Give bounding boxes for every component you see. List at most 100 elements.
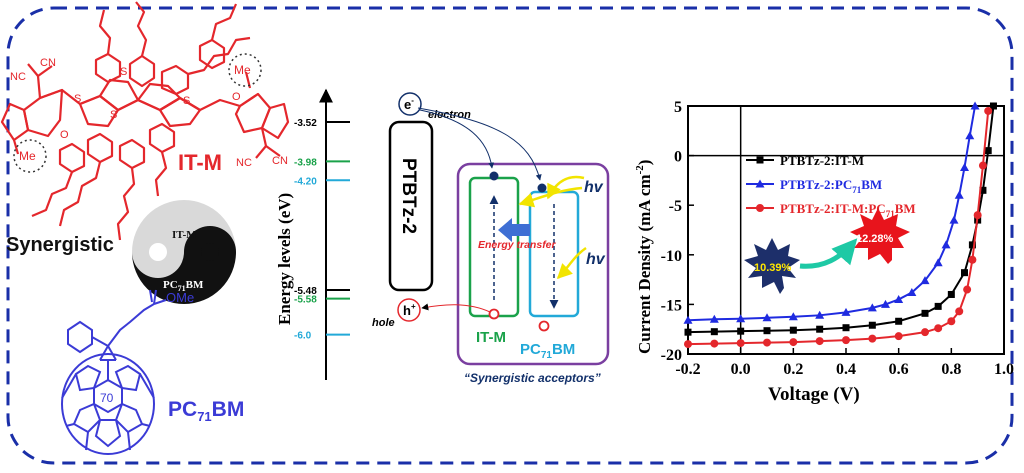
series-point [736, 314, 746, 323]
methyl-label-top: Me [234, 63, 251, 77]
itm-structure [0, 1, 290, 241]
itm-acceptor-label: IT-M [476, 329, 506, 346]
x-tick-label: 0.8 [941, 361, 961, 378]
cn-label-1: CN [40, 57, 56, 69]
series-point [978, 161, 987, 170]
x-tick-label: 0.2 [783, 361, 803, 378]
hv-label-2: hv [586, 251, 606, 268]
series-point [709, 314, 719, 323]
pce-badge-1 [744, 238, 800, 294]
energy-level-value: -4.20 [294, 176, 317, 187]
pcbm-electron-dot [537, 183, 547, 193]
y-axis-label: Current Density (mA cm-2) [634, 160, 654, 354]
pcbm-structure [61, 289, 167, 455]
energy-level-value: -6.0 [294, 331, 312, 342]
pcbm-acceptor-label: PC71BM [520, 341, 575, 361]
series-point [921, 328, 929, 337]
methyl-label-bottom: Me [19, 149, 36, 163]
x-tick-label: 1.0 [994, 361, 1014, 378]
fullerene-70-label: 70 [100, 391, 114, 405]
synergistic-acceptors-caption: “Synergistic acceptors” [464, 371, 601, 385]
itm-hole-circle [488, 308, 500, 320]
series-point [979, 186, 987, 194]
series-point [934, 302, 942, 310]
itm-label: IT-M [178, 150, 222, 175]
acceptor-container [456, 162, 610, 366]
series-point [973, 211, 982, 220]
y-tick-label: -20 [661, 347, 682, 364]
series-point [989, 102, 997, 110]
series-point [955, 307, 964, 316]
series-point [816, 325, 824, 333]
energy-level-value: -3.98 [294, 157, 317, 168]
series-point [789, 326, 797, 334]
series-point [868, 321, 876, 329]
series-point [968, 241, 976, 249]
hole-icon [397, 298, 421, 322]
pcbm-hole-circle [538, 320, 550, 332]
energy-level-value: -5.48 [294, 286, 317, 297]
series-point [920, 276, 930, 285]
series-point [961, 269, 968, 277]
series-point [895, 317, 903, 325]
series-point [921, 309, 929, 317]
series-point [842, 324, 850, 332]
electron-path-2 [417, 107, 542, 181]
pce-badge-2 [850, 208, 910, 264]
y-tick-label: -5 [669, 198, 682, 215]
series-point [762, 313, 772, 322]
pce-badge-2-text: 12.28% [856, 233, 894, 245]
x-axis-label: Voltage (V) [768, 384, 860, 405]
series-point [963, 285, 972, 294]
x-tick-label: -0.2 [675, 361, 700, 378]
cn-label-2: CN [272, 155, 288, 167]
series-point [933, 258, 943, 267]
series-point [710, 339, 719, 348]
series-point [934, 324, 943, 333]
yin-yang-icon [132, 200, 236, 304]
series-point [763, 327, 771, 335]
dashed-frame [6, 6, 1014, 465]
improvement-arrow [799, 238, 858, 269]
y-tick-label: -10 [661, 248, 682, 265]
x-tick-label: 0.6 [889, 361, 909, 378]
chart-series [683, 101, 997, 349]
pcbm-label: PC71BM [168, 398, 244, 424]
energy-level-value: -3.52 [294, 118, 317, 129]
series-point [984, 106, 993, 115]
donor-box [388, 120, 434, 292]
series-point [894, 332, 903, 341]
series-point [984, 147, 992, 155]
series-point [815, 337, 824, 346]
plot-frame [687, 105, 1005, 355]
series-point [815, 310, 825, 319]
series-point [894, 294, 904, 303]
sulfur-label-1: S [120, 66, 127, 78]
hole-path-1 [421, 303, 491, 313]
oxygen-label-2: O [232, 91, 241, 103]
y-tick-label: -15 [661, 297, 682, 314]
series-point [881, 299, 890, 308]
nc-label-1: NC [10, 71, 26, 83]
ome-label: OMe [166, 290, 194, 305]
itm-electron-dot [489, 171, 499, 181]
series-point [788, 312, 798, 321]
energy-axis-label: Energy levels (eV) [275, 193, 294, 325]
yinyang-pcbm-label: PC71BM [163, 279, 204, 293]
y-tick-label: 0 [674, 149, 682, 166]
legend-label: PTBTz-2:PC71BM [780, 177, 882, 195]
series-point [941, 240, 951, 249]
synergistic-label: Synergistic [6, 234, 114, 256]
donor-label: PTBTz-2 [398, 158, 419, 234]
series-line [687, 110, 990, 346]
electron-path-1 [419, 109, 495, 169]
methyl-circle-top [228, 53, 262, 87]
energy-level-value: -5.58 [294, 295, 317, 306]
series-point [867, 303, 877, 312]
oxygen-label-1: O [60, 129, 69, 141]
series-point [710, 328, 718, 336]
series-point [868, 334, 877, 343]
y-tick-label: 5 [674, 99, 682, 116]
electron-icon [398, 92, 422, 116]
